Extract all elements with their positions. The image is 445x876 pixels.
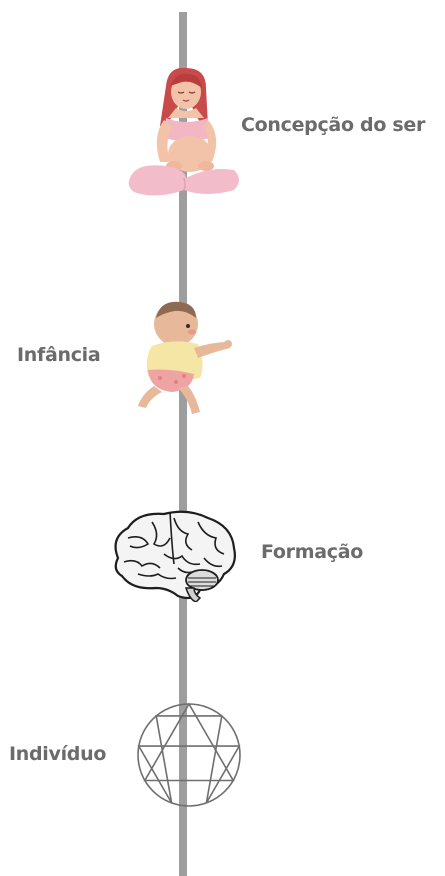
stage-label-conception: Concepção do ser [241,114,426,136]
brain-icon [114,510,236,602]
enneagram-icon [137,702,241,807]
pregnant-woman-icon [128,67,239,196]
stage-label-childhood: Infância [17,344,101,366]
timeline-line [179,12,187,876]
stage-label-formation: Formação [261,541,363,563]
baby-crawling-icon [138,301,232,414]
stage-label-individual: Indivíduo [9,743,107,765]
